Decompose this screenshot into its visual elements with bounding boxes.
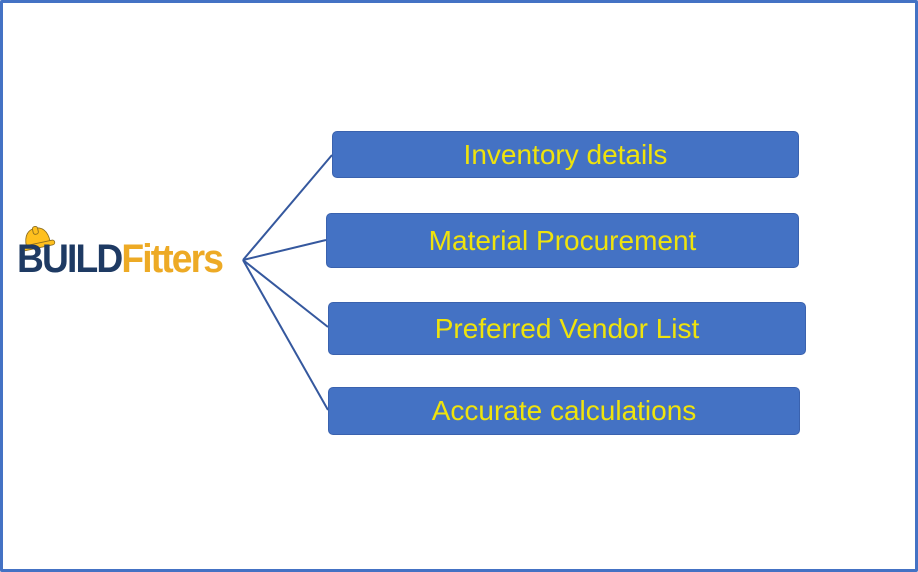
logo-text-build: BUILD <box>17 237 123 281</box>
logo-text-fitters: Fitters <box>121 237 224 281</box>
node-material-procurement: Material Procurement <box>326 213 799 268</box>
node-label: Material Procurement <box>428 224 697 256</box>
connector-lines <box>242 154 333 411</box>
node-accurate-calculations: Accurate calculations <box>328 387 800 435</box>
connector-line <box>242 259 329 411</box>
hard-hat-icon <box>21 225 56 252</box>
node-inventory-details: Inventory details <box>332 131 799 178</box>
node-preferred-vendor-list: Preferred Vendor List <box>328 302 806 355</box>
node-label: Preferred Vendor List <box>434 312 700 344</box>
buildfitters-logo: BUILDFitters <box>17 225 257 281</box>
node-label: Inventory details <box>463 138 668 170</box>
node-label: Accurate calculations <box>431 395 697 426</box>
logo-text: BUILDFitters <box>17 237 224 281</box>
